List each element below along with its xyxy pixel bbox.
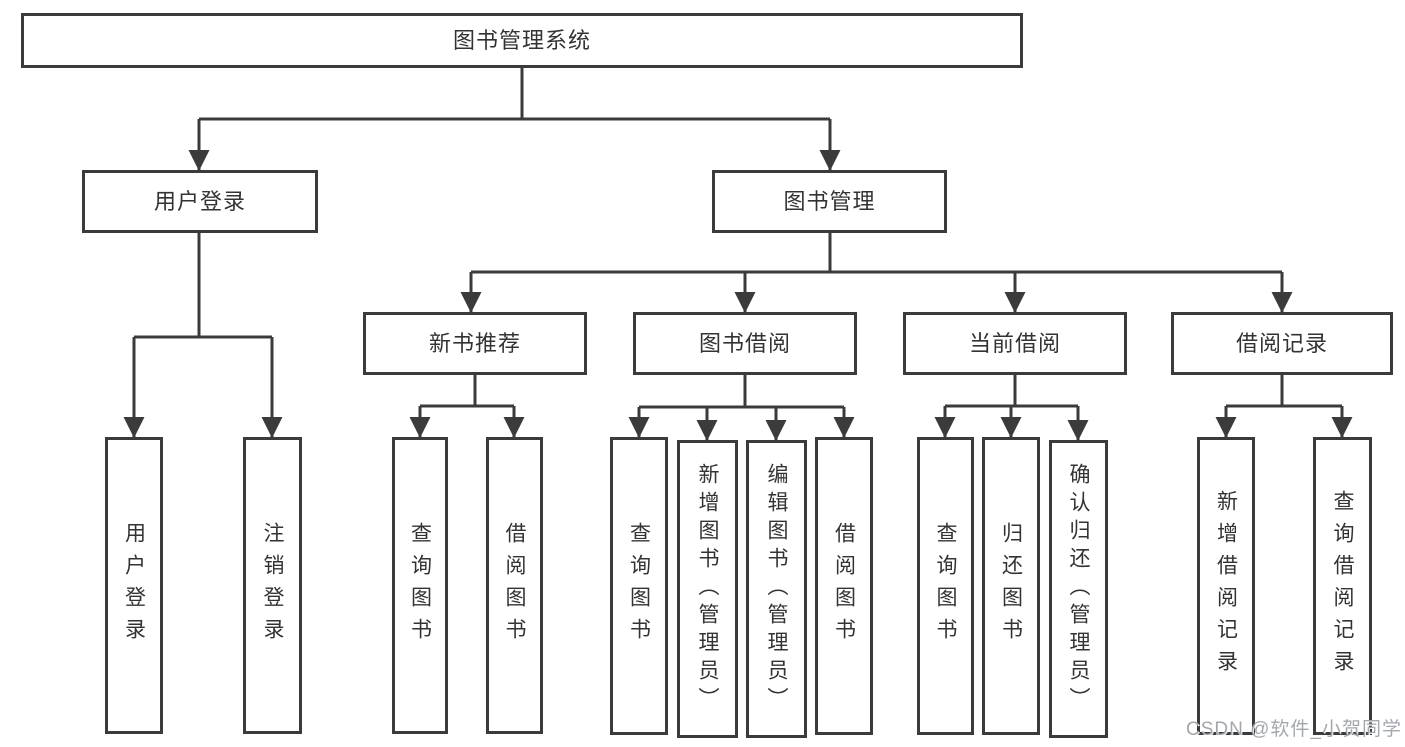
node-book-borrowing: 图书借阅 bbox=[633, 312, 857, 375]
node-leaf-query-books: 查询图书 bbox=[392, 437, 448, 734]
node-leaf-logout: 注销登录 bbox=[243, 437, 302, 734]
node-current-borrowing: 当前借阅 bbox=[903, 312, 1127, 375]
node-leaf-edit-book-admin: 编辑图书（管理员） bbox=[746, 440, 807, 738]
node-leaf-return-books: 归还图书 bbox=[982, 437, 1040, 735]
node-borrow-records: 借阅记录 bbox=[1171, 312, 1393, 375]
node-library-system: 图书管理系统 bbox=[21, 13, 1023, 68]
node-leaf-borrow-books: 借阅图书 bbox=[815, 437, 873, 735]
node-user-login: 用户登录 bbox=[82, 170, 318, 233]
node-leaf-borrow-books: 借阅图书 bbox=[486, 437, 543, 734]
node-leaf-add-borrow-record: 新增借阅记录 bbox=[1197, 437, 1255, 735]
node-leaf-query-books: 查询图书 bbox=[917, 437, 974, 735]
node-leaf-add-book-admin: 新增图书（管理员） bbox=[677, 440, 738, 738]
node-book-management: 图书管理 bbox=[712, 170, 947, 233]
node-leaf-query-borrow-record: 查询借阅记录 bbox=[1313, 437, 1372, 735]
node-leaf-query-books: 查询图书 bbox=[610, 437, 668, 735]
node-leaf-confirm-return-admin: 确认归还（管理员） bbox=[1049, 440, 1108, 738]
connector-arrows bbox=[123, 119, 1353, 442]
node-leaf-user-login: 用户登录 bbox=[105, 437, 163, 734]
node-new-book-recommend: 新书推荐 bbox=[363, 312, 587, 375]
watermark: CSDN @软件_小贺同学 bbox=[1186, 719, 1402, 740]
